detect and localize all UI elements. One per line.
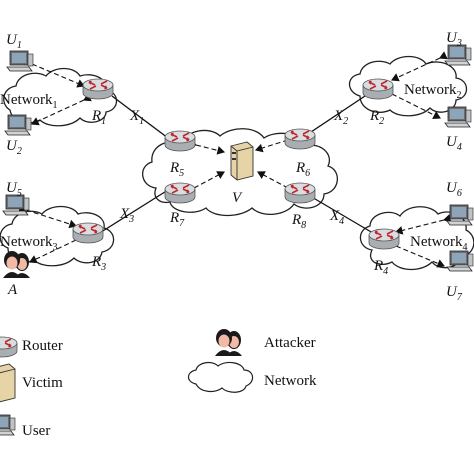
link-r4-r8 [309,195,379,237]
router-r7-icon [164,182,196,204]
flow-u6-r4 [394,214,452,235]
link-r1-r5 [111,95,169,139]
legend-attacker-label: Attacker [264,335,316,351]
label-network-1: Network1 [0,92,58,111]
label-x2: X2 [333,108,348,127]
attacker-a-icon [3,251,30,278]
link-r2-r6 [307,95,366,135]
router-r1-icon [82,78,114,100]
legend-user-icon [0,414,16,436]
flow-r6-v [254,133,296,153]
label-u4: U4 [446,134,462,153]
legend-router-icon [0,336,18,358]
label-r8: R8 [291,212,306,231]
flow-r7-v [186,171,225,195]
label-r3: R3 [91,254,106,273]
flow-u1-r1 [24,57,86,88]
router-r2-icon [362,78,394,100]
router-r8-icon [284,182,316,204]
user-u6-pc-icon [446,204,474,226]
label-x3: X3 [119,206,134,225]
legend-network-label: Network [264,373,317,389]
label-r6: R6 [295,160,310,179]
victim-server-icon [230,141,254,181]
label-x4: X4 [329,208,344,227]
legend-user-label: User [22,423,50,439]
user-u1-pc-icon [6,50,34,72]
flow-r3-a [29,233,84,264]
label-r5: R5 [169,160,184,179]
label-u3: U3 [446,30,462,49]
label-r7: R7 [169,210,185,229]
label-v: V [232,190,243,206]
legend-attacker-icon [215,329,242,356]
user-u7-pc-icon [446,250,474,272]
flow-r2-u4 [384,87,441,119]
label-u6: U6 [446,180,462,199]
label-r1: R1 [91,108,106,127]
user-u4-pc-icon [444,106,472,128]
label-u2: U2 [6,138,22,157]
router-r5-icon [164,130,196,152]
router-r6-icon [284,128,316,150]
link-r3-r7 [97,189,169,235]
flow-r8-v [257,171,296,195]
legend: Router Victim User Attacker Network [0,329,317,439]
flow-r4-u7 [388,239,446,268]
flow-u3-r2 [391,51,448,82]
legend-network-cloud-icon [187,361,254,393]
legend-victim-icon [0,363,16,403]
router-r3-icon [72,222,104,244]
flow-r1-u2 [31,93,92,126]
label-network-2: Network2 [404,82,462,101]
user-u2-pc-icon [4,114,32,136]
flow-r5-v [188,139,226,155]
label-u5: U5 [6,180,22,199]
dashed-flows [18,51,452,268]
label-network-3: Network3 [0,234,58,253]
router-r4-icon [368,228,400,250]
label-u7: U7 [446,284,463,303]
label-network-4: Network4 [410,234,468,253]
legend-victim-label: Victim [22,375,63,391]
label-a: A [7,282,18,298]
label-x1: X1 [129,108,144,127]
label-u1: U1 [6,32,22,51]
label-r2: R2 [369,108,384,127]
legend-router-label: Router [22,338,63,354]
links [97,95,379,237]
flow-u5-r3 [18,203,78,229]
label-r4: R4 [373,258,388,277]
